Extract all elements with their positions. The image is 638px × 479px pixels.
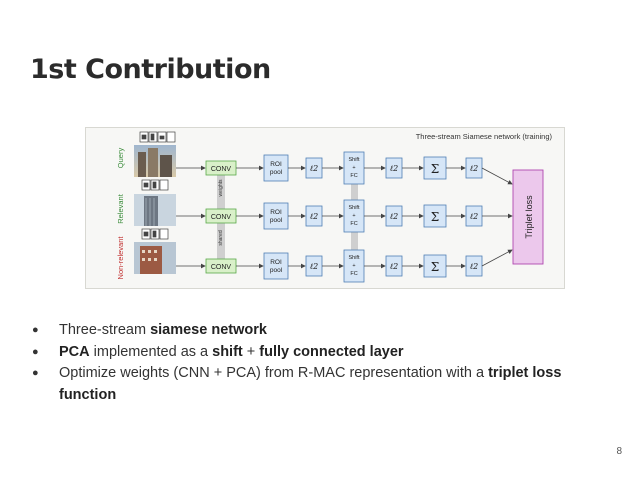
slide-title: 1st Contribution (30, 54, 271, 85)
non-relevant-image (134, 242, 176, 274)
l2-label-non-relevant-1: ℓ2 (310, 262, 318, 271)
shared-weights-label-bottom: shared (218, 230, 224, 246)
stream-label-non-relevant: Non-relevant (116, 236, 125, 280)
page-number: 8 (616, 446, 622, 457)
stream-relevant: CONV ROI pool ℓ2 Shift + FC ℓ2 Σ ℓ2 (176, 199, 513, 233)
region-thumbnails-relevant (141, 179, 169, 191)
fc-label-non-relevant: FC (350, 271, 357, 277)
conv-label-relevant: CONV (211, 214, 232, 221)
bullet-2-text-5: fully connected layer (259, 343, 404, 360)
triplet-loss-label: Triplet loss (524, 195, 534, 239)
triplet-loss-block (512, 169, 544, 265)
plus-label-relevant: + (352, 213, 355, 219)
fc-label-relevant: FC (350, 221, 357, 227)
bullet-1-text-2: siamese network (150, 322, 267, 338)
conv-label-non-relevant: CONV (211, 264, 232, 271)
fc-label-query: FC (350, 173, 357, 179)
bullet-2-text-1: PCA (59, 343, 90, 360)
sum-label-query: Σ (431, 162, 439, 176)
l2-label-relevant-1: ℓ2 (310, 212, 318, 221)
plus-label-query: + (352, 165, 355, 171)
shift-label-query: Shift (348, 157, 359, 163)
l2-label-query-2: ℓ2 (390, 164, 398, 173)
l2-label-query-1: ℓ2 (310, 164, 318, 173)
bullet-list: Three-stream siamese network PCA impleme… (32, 320, 592, 406)
roi-pool-block-query (263, 154, 289, 182)
l2-label-relevant-3: ℓ2 (470, 212, 478, 221)
pool-label-non-relevant: pool (270, 267, 283, 274)
bullet-2-text-4: + (242, 343, 260, 360)
network-diagram: Three-stream Siamese network (training) … (85, 127, 565, 289)
stream-non-relevant: CONV ROI pool ℓ2 Shift + FC ℓ2 Σ ℓ2 (176, 249, 513, 283)
region-thumbnails-query (139, 131, 176, 143)
roi-label-relevant: ROI (270, 209, 282, 216)
bullet-item-3: Optimize weights (CNN + PCA) from R-MAC … (32, 363, 592, 406)
bullet-item-1: Three-stream siamese network (32, 320, 592, 342)
bullet-3-text-2: triplet loss function (59, 365, 562, 403)
bullet-item-2: PCA implemented as a shift + fully conne… (32, 342, 592, 364)
network-diagram-svg: Three-stream Siamese network (training) … (116, 131, 553, 283)
shared-weights-label-top: weights (218, 179, 224, 196)
shift-label-non-relevant: Shift (348, 255, 359, 261)
stream-label-relevant: Relevant (116, 193, 125, 224)
bullet-3-text-1: Optimize weights (CNN + PCA) from R-MAC … (59, 365, 489, 381)
bullet-2-text-2: implemented as a (89, 343, 213, 360)
roi-pool-block-non-relevant (263, 252, 289, 280)
stream-query: CONV ROI pool ℓ2 Shift + FC ℓ2 Σ ℓ2 (176, 151, 513, 185)
roi-label-query: ROI (270, 161, 282, 168)
stream-label-query: Query (116, 148, 125, 169)
sum-label-non-relevant: Σ (431, 260, 439, 274)
l2-label-non-relevant-3: ℓ2 (470, 262, 478, 271)
roi-pool-block-relevant (263, 202, 289, 230)
query-image (134, 145, 176, 177)
relevant-image (134, 194, 176, 226)
conv-label-query: CONV (211, 166, 232, 173)
l2-label-non-relevant-2: ℓ2 (390, 262, 398, 271)
plus-label-non-relevant: + (352, 263, 355, 269)
l2-label-relevant-2: ℓ2 (390, 212, 398, 221)
sum-label-relevant: Σ (431, 210, 439, 224)
roi-label-non-relevant: ROI (270, 259, 282, 266)
region-thumbnails-non-relevant (141, 228, 169, 240)
bullet-1-text-1: Three-stream (59, 322, 151, 338)
shift-label-relevant: Shift (348, 205, 359, 211)
bullet-2-text-3: shift (212, 343, 243, 360)
diagram-caption: Three-stream Siamese network (training) (416, 132, 553, 141)
pool-label-query: pool (270, 169, 283, 176)
l2-label-query-3: ℓ2 (470, 164, 478, 173)
pool-label-relevant: pool (270, 217, 283, 224)
